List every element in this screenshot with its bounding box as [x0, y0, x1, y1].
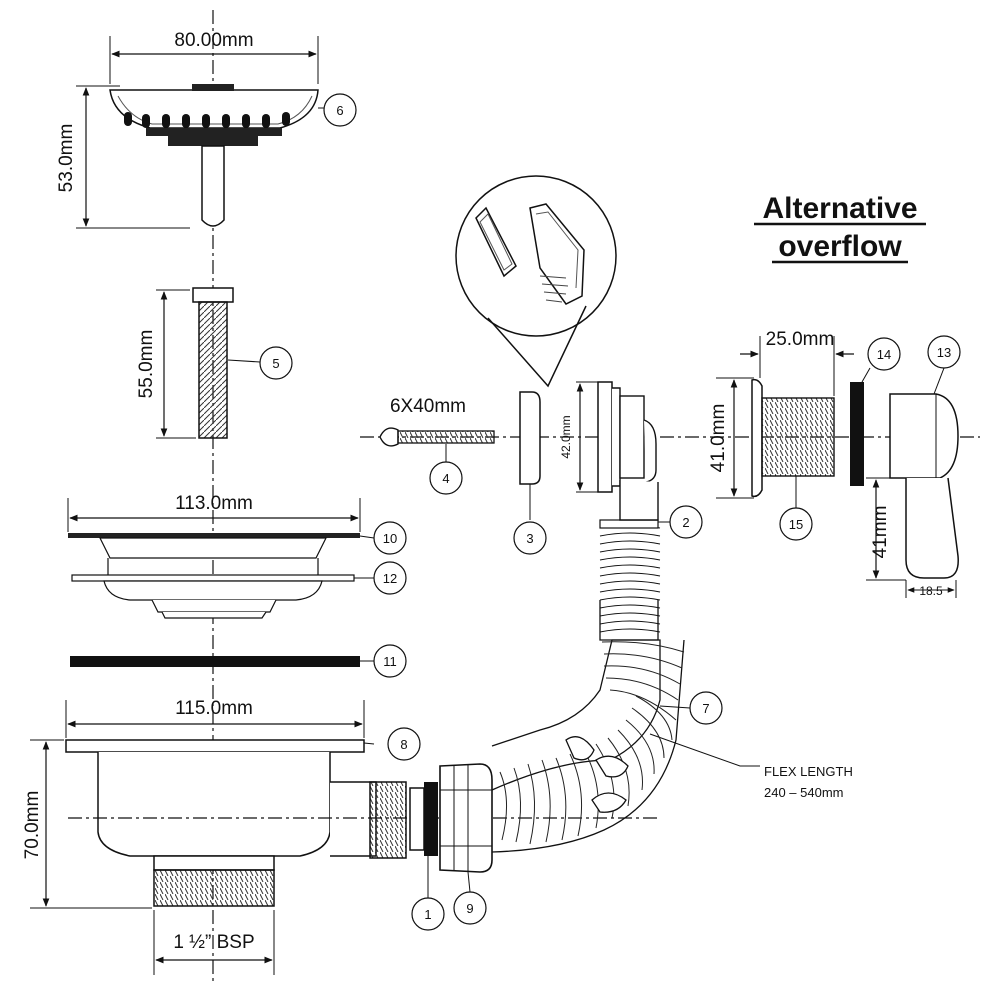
title-line-2: overflow	[778, 230, 902, 263]
callout-7	[689, 691, 723, 725]
overflow-cover	[519, 391, 541, 485]
svg-text:5: 5	[272, 356, 279, 371]
svg-text:11: 11	[383, 654, 397, 669]
svg-text:4: 4	[442, 471, 449, 486]
dim-strainer-width: 80.00mm	[174, 30, 253, 51]
svg-text:7: 7	[702, 701, 709, 716]
dim-flange-width: 113.0mm	[175, 493, 253, 514]
dim-outlet-width: 18.5	[919, 584, 943, 598]
detail-magnifier	[455, 175, 617, 388]
overflow-outlet-cap	[889, 393, 959, 579]
threaded-bolt	[192, 287, 234, 439]
callout-3	[513, 521, 547, 555]
callout-9	[453, 891, 487, 925]
callout-15	[779, 507, 813, 541]
dim-tube-height: 41.0mm	[708, 404, 729, 473]
dim-overflow-height: 42.0mm	[559, 415, 573, 458]
callout-4	[429, 461, 463, 495]
overflow-screw	[379, 427, 495, 447]
callout-14	[867, 337, 901, 371]
hose-upper-collar	[599, 519, 659, 529]
svg-text:15: 15	[789, 517, 803, 532]
flexible-hose	[491, 600, 685, 853]
hose-upper-ribs	[599, 524, 661, 633]
svg-text:10: 10	[383, 531, 397, 546]
svg-text:8: 8	[400, 737, 407, 752]
svg-text:13: 13	[937, 345, 951, 360]
svg-text:3: 3	[526, 531, 533, 546]
dim-outlet-height: 41mm	[870, 506, 891, 559]
flex-leader	[649, 733, 760, 767]
dim-strainer-height: 53.0mm	[56, 124, 77, 193]
overflow-thread-tube	[751, 378, 835, 498]
svg-text:6: 6	[336, 103, 343, 118]
callout-6	[323, 93, 357, 127]
hose-folds	[565, 736, 629, 813]
compression-nut	[439, 763, 493, 873]
svg-text:9: 9	[466, 901, 473, 916]
overflow-head	[597, 381, 659, 521]
flex-length-value: 240 – 540mm	[764, 785, 844, 800]
svg-text:2: 2	[682, 515, 689, 530]
callout-12	[373, 561, 407, 595]
dim-bsp: 1 ½” BSP	[173, 932, 254, 953]
outlet-washer	[409, 782, 438, 856]
overflow-washer	[850, 382, 864, 486]
dim-body-width: 115.0mm	[175, 698, 253, 719]
dim-bolt-length: 55.0mm	[136, 330, 157, 399]
dim-tube-length: 25.0mm	[766, 329, 835, 350]
callout-2	[669, 505, 703, 539]
callout-8	[387, 727, 421, 761]
callout-5	[259, 346, 293, 380]
callout-11	[373, 644, 407, 678]
callout-10	[373, 521, 407, 555]
svg-text:14: 14	[877, 347, 891, 362]
dim-body-height: 70.0mm	[22, 791, 43, 860]
rubber-gasket	[70, 656, 360, 667]
hose-ribs	[499, 641, 685, 845]
callout-1	[411, 897, 445, 931]
sink-flange	[68, 533, 360, 619]
strainer-basket	[109, 84, 319, 227]
flex-length-label: FLEX LENGTH	[764, 764, 853, 779]
callout-13	[927, 335, 961, 369]
dim-screw: 6X40mm	[390, 396, 466, 417]
svg-text:1: 1	[424, 907, 431, 922]
svg-text:12: 12	[383, 571, 397, 586]
title-line-1: Alternative	[762, 192, 917, 225]
waste-body	[65, 739, 407, 907]
